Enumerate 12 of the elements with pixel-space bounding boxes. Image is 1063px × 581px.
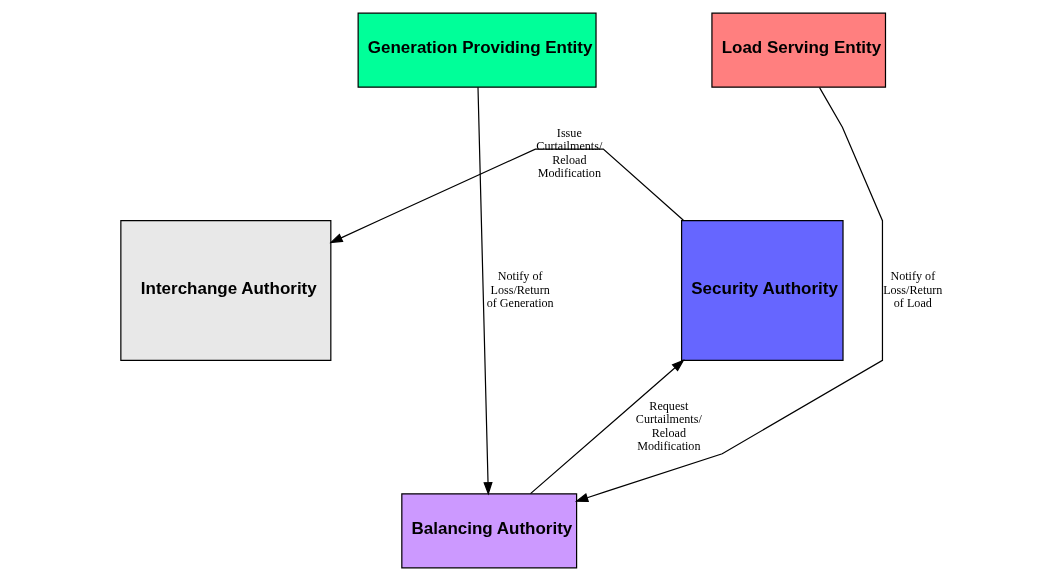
node-box: Security Authority bbox=[680, 220, 844, 361]
node-box: Balancing Authority bbox=[400, 493, 577, 569]
edge-label: Notify of Loss/Return of Generation bbox=[486, 269, 554, 310]
edge-label: Request Curtailments/ Reload Modification bbox=[635, 399, 702, 454]
arrow bbox=[476, 86, 493, 496]
edge-label: Notify of Loss/Return of Load bbox=[882, 269, 942, 310]
arrow bbox=[328, 148, 684, 244]
arrow bbox=[529, 359, 685, 495]
arrow bbox=[574, 86, 883, 502]
node-box: Load Serving Entity bbox=[710, 12, 886, 88]
node-box: Interchange Authority bbox=[119, 220, 331, 361]
node-box: Generation Providing Entity bbox=[357, 12, 597, 88]
